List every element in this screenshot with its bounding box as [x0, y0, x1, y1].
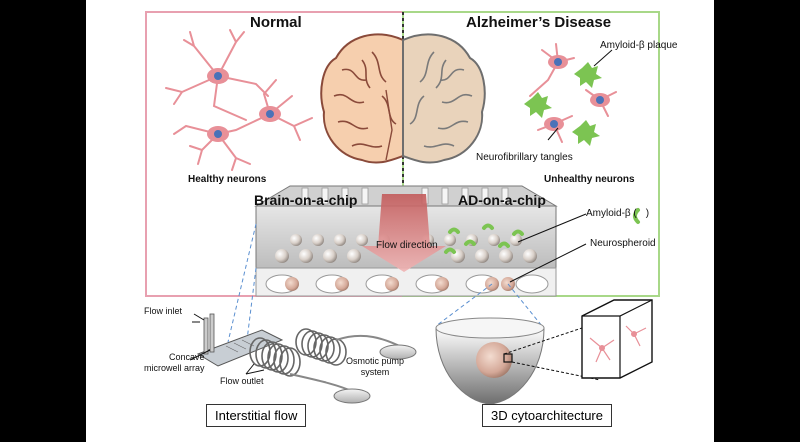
flow-direction-label: Flow direction	[376, 240, 438, 251]
healthy-neurons-label: Healthy neurons	[188, 174, 267, 185]
healthy-neurons-graphic	[165, 29, 313, 171]
amyloid-beta-suffix: )	[645, 208, 650, 219]
normal-title: Normal	[250, 14, 302, 31]
amyloid-beta-text: Amyloid-β (	[586, 208, 637, 219]
healthy-neuron-bodies	[207, 68, 281, 142]
unhealthy-neurons-graphic	[529, 43, 617, 143]
leader-lines-chip	[509, 213, 587, 283]
concave-array-line2: microwell array	[144, 363, 205, 373]
pump-line1: Osmotic pump	[346, 356, 405, 366]
neurospheroid-label: Neurospheroid	[590, 238, 656, 249]
brain-on-chip-title: Brain-on-a-chip	[254, 192, 358, 208]
diagram-graphics	[145, 11, 660, 405]
tangles-label: Neurofibrillary tangles	[476, 152, 573, 163]
figure-canvas: Normal Alzheimer’s Disease Healthy neuro…	[86, 0, 714, 442]
brain-ad-half	[402, 33, 486, 164]
cytoarchitecture-box: 3D cytoarchitecture	[482, 404, 612, 427]
chip-graphic	[254, 185, 558, 297]
amyloid-beta-label: Amyloid-β ()	[586, 208, 649, 219]
concave-array-line1: Concave	[168, 352, 205, 362]
cytoarchitecture-graphic	[435, 299, 653, 405]
amyloid-plaques	[524, 62, 602, 146]
pump-line2: system	[360, 367, 390, 377]
interstitial-flow-box: Interstitial flow	[206, 404, 307, 427]
flow-inlet-label: Flow inlet	[144, 306, 183, 316]
flow-outlet-label: Flow outlet	[220, 376, 264, 386]
brain-normal-half	[320, 33, 404, 164]
unhealthy-neurons-label: Unhealthy neurons	[544, 174, 635, 185]
unhealthy-neuron-bodies	[544, 55, 610, 131]
dashed-connectors	[227, 223, 543, 349]
leader-lines-top	[547, 49, 613, 141]
concave-array-label: Concave microwell array	[144, 352, 205, 374]
amyloid-legend-mark	[633, 208, 640, 224]
device-graphic	[189, 313, 417, 404]
ad-title: Alzheimer’s Disease	[466, 14, 612, 31]
amyloid-plaque-label: Amyloid-β plaque	[600, 40, 678, 51]
ad-on-chip-title: AD-on-a-chip	[458, 192, 546, 208]
pump-label: Osmotic pump system	[346, 356, 404, 378]
flow-direction-arrow	[362, 194, 446, 272]
